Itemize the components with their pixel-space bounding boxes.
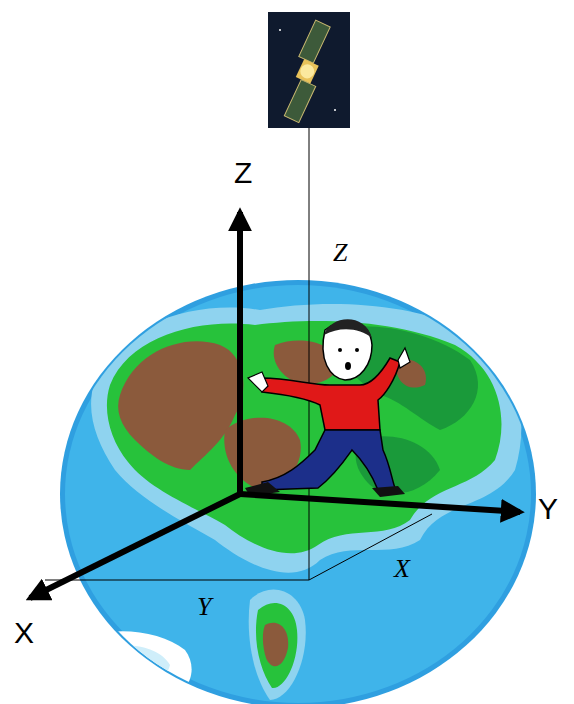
coordinate-label: Z: [333, 240, 347, 266]
z-axis: [237, 212, 243, 494]
satellite-image: [268, 12, 350, 128]
coordinate-label: X: [394, 556, 410, 582]
y-axis: [240, 494, 520, 512]
axis-label: Y: [538, 494, 558, 524]
continents: [80, 304, 521, 704]
axis-label: Z: [234, 158, 252, 188]
coordinate-label: Y: [197, 594, 211, 620]
axis-label: X: [14, 618, 34, 648]
person-figure: [245, 319, 410, 497]
y-projection-line: [45, 580, 309, 581]
x-axis: [30, 494, 240, 598]
z-projection-line: [309, 128, 310, 580]
x-projection-line: [309, 514, 432, 580]
globe-rim: [60, 280, 536, 704]
